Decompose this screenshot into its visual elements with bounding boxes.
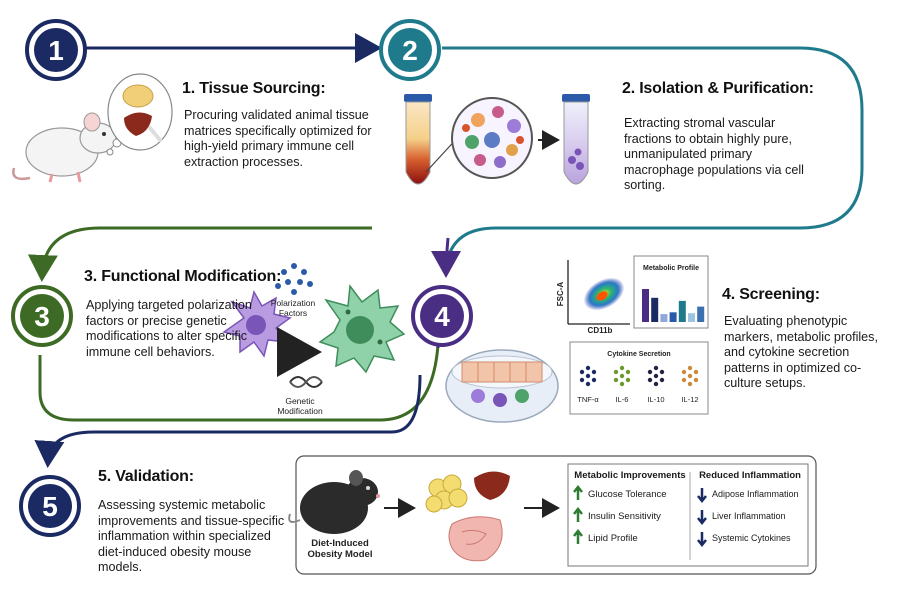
metabolic-bars <box>642 289 705 322</box>
step-2-badge <box>379 19 441 81</box>
down-arrows <box>697 488 707 548</box>
results-box <box>567 463 809 567</box>
cytokine-dot <box>613 369 619 375</box>
connector-3-4 <box>38 344 440 422</box>
obese-mouse <box>288 470 380 534</box>
step-5-text: Assessing systemic metabolic improvement… <box>98 498 285 574</box>
step-5-badge <box>19 475 81 537</box>
connector-2-3 <box>27 226 372 282</box>
step-3-number: 3 <box>34 301 50 332</box>
cytokine-dot <box>693 377 699 383</box>
metabolic-bar <box>651 297 659 322</box>
flow-x-label: CD11b <box>588 326 613 335</box>
cytokine-dot <box>687 373 693 379</box>
cytokine-dot <box>625 369 631 375</box>
cytokine-dot <box>653 373 659 379</box>
cytokine-secretion-panel <box>569 341 709 415</box>
cytokine-label: IL-12 <box>681 395 698 404</box>
cytokine-dot <box>591 377 597 383</box>
step-4-title: 4. Screening: <box>722 286 820 303</box>
step-1-badge <box>25 19 87 81</box>
improvement-insulin: Insulin Sensitivity <box>588 511 661 522</box>
metabolic-bar <box>678 300 686 322</box>
step-3-title: 3. Functional Modification: <box>84 268 282 285</box>
cytokine-dot <box>687 381 693 387</box>
step-5-number: 5 <box>42 491 58 522</box>
step-4-text: Evaluating phenotypic markers, metabolic… <box>724 314 878 390</box>
step-1-title: 1. Tissue Sourcing: <box>182 80 326 97</box>
step-1-number: 1 <box>48 35 64 66</box>
metabolic-bar <box>688 313 695 322</box>
cytokine-dot <box>653 381 659 387</box>
inflammation-liver: Liver Inflammation <box>712 511 786 521</box>
cytokine-dot <box>591 369 597 375</box>
cytokine-dot <box>681 377 687 383</box>
connector-2-4 <box>442 46 864 273</box>
cytokine-dot <box>625 377 631 383</box>
connector-4-5 <box>34 374 422 468</box>
improvements-title: Metabolic Improvements <box>574 470 686 481</box>
metabolic-bar <box>669 312 677 322</box>
improvement-glucose: Glucose Tolerance <box>588 489 667 500</box>
rat-illustration <box>12 112 119 183</box>
cytokine-labels: TNF-α IL-6 IL-10 IL-12 <box>577 395 698 404</box>
inflammation-adipose: Adipose Inflammation <box>712 489 799 499</box>
step-3-badge <box>11 285 73 347</box>
cytokine-secretion-title: Cytokine Secretion <box>607 351 670 358</box>
macrophage-unpolarized <box>222 290 292 358</box>
cytokine-dot <box>647 369 653 375</box>
co-culture-dish <box>445 349 559 423</box>
cytokine-label: TNF-α <box>577 395 599 404</box>
inflammation-title: Reduced Inflammation <box>699 470 801 481</box>
flow-y-label: FSC-A <box>556 282 565 307</box>
improvement-lipid: Lipid Profile <box>588 533 638 544</box>
cytokine-dot <box>659 377 665 383</box>
cytokine-dot <box>585 381 591 387</box>
cytokine-dot <box>693 369 699 375</box>
step-3-text: Applying targeted polarization factors o… <box>86 298 252 359</box>
step-2-number: 2 <box>402 35 418 66</box>
cytokine-dot <box>619 381 625 387</box>
cytokine-label: IL-6 <box>616 395 629 404</box>
cytokine-dot <box>579 369 585 375</box>
step-2-title: 2. Isolation & Purification: <box>622 80 814 97</box>
genetic-modification-label: Genetic Modification <box>277 396 323 416</box>
cytokine-dot <box>613 377 619 383</box>
inflammation-systemic: Systemic Cytokines <box>712 533 791 543</box>
cytokine-dot <box>619 365 625 371</box>
metabolic-bar <box>697 306 705 322</box>
cytokine-dot <box>579 377 585 383</box>
cytokine-dot <box>619 373 625 379</box>
centrifuge-tube-raw <box>404 94 432 185</box>
up-arrows <box>573 484 583 544</box>
cytokine-dot <box>659 369 665 375</box>
thought-bubble-tissue <box>106 73 173 156</box>
step-5-title: 5. Validation: <box>98 468 194 485</box>
step-4-badge <box>411 285 473 347</box>
metabolic-bar <box>660 314 668 322</box>
cytokine-dot <box>647 377 653 383</box>
metabolic-profile-title: Metabolic Profile <box>643 265 699 272</box>
cytokine-dot <box>653 365 659 371</box>
metabolic-bar <box>642 289 649 322</box>
magnified-cells <box>451 97 533 179</box>
step-1-text: Procuring validated animal tissue matric… <box>184 108 372 169</box>
organs-illustration <box>425 471 510 562</box>
macrophage-polarized <box>318 284 406 374</box>
step-2-text: Extracting stromal vascular fractions to… <box>624 116 804 192</box>
cytokine-dot <box>681 369 687 375</box>
flow-cytometry-plot <box>567 260 630 325</box>
genetic-modification-helix <box>289 376 323 388</box>
cytokine-dot <box>687 365 693 371</box>
cytokine-label: IL-10 <box>647 395 664 404</box>
polarization-factors-dots <box>275 263 313 295</box>
step-4-number: 4 <box>434 301 450 332</box>
obesity-model-label: Diet-Induced Obesity Model <box>307 538 373 560</box>
cytokine-dot <box>585 373 591 379</box>
polarization-factors-label: Polarization Factors <box>270 298 316 318</box>
centrifuge-tube-pure <box>562 94 590 185</box>
cytokine-dot <box>585 365 591 371</box>
cytokine-dot-clusters <box>579 365 699 387</box>
